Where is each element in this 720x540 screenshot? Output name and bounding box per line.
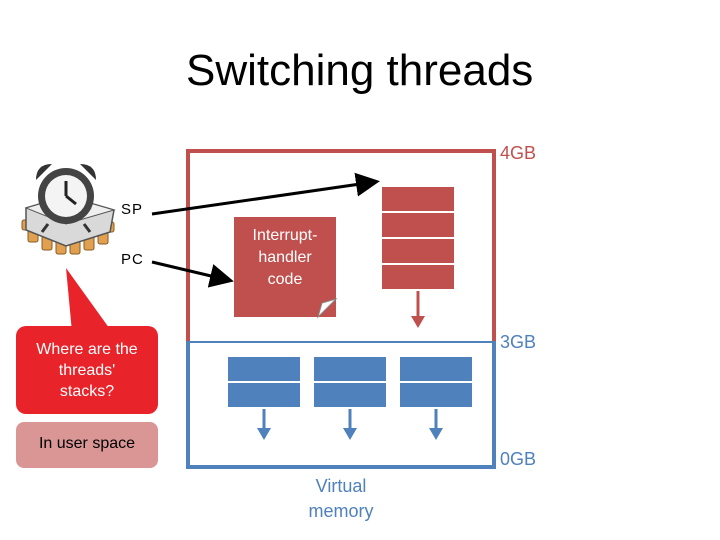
alarm-clock-icon: [36, 164, 96, 233]
callout-line: stacks?: [59, 383, 115, 400]
kernel-stack-slot: [382, 239, 454, 265]
user-stack-slot: [400, 357, 472, 383]
user-stack-slot: [400, 383, 472, 409]
user-address-space: [186, 341, 496, 469]
callout-tail: [66, 268, 112, 332]
kernel-stack-grow-arrow: [411, 291, 425, 328]
register-sp: SP: [121, 201, 144, 218]
caption-line: memory: [308, 501, 374, 521]
interrupt-handler-code-box: Interrupt- handler code: [234, 217, 336, 317]
handler-line: Interrupt-: [252, 227, 318, 244]
kernel-address-space: [186, 149, 496, 341]
virtual-memory-caption: Virtual memory: [286, 474, 396, 524]
handler-line: code: [267, 271, 303, 288]
title-wrap: Switching threads: [0, 40, 720, 100]
question-callout: Where are the threads' stacks?: [16, 326, 158, 414]
label-0gb: 0GB: [500, 449, 537, 469]
page-title: Switching threads: [186, 46, 534, 95]
user-space-note: In user space: [16, 422, 158, 468]
kernel-stack-slot: [382, 213, 454, 239]
callout-line: threads': [58, 362, 116, 379]
user-stack-slot: [314, 383, 386, 409]
kernel-stack-slot: [382, 187, 454, 213]
sp-arrow: [151, 172, 380, 216]
callout-line: Where are the: [36, 341, 138, 358]
caption-line: Virtual: [315, 476, 367, 496]
register-pc: PC: [121, 251, 144, 268]
user-stack-grow-arrow: [429, 409, 443, 440]
user-stack-grow-arrow: [257, 409, 271, 440]
label-3gb: 3GB: [500, 332, 537, 352]
handler-line: handler: [258, 249, 312, 266]
kernel-stack-slot: [382, 265, 454, 291]
label-4gb: 4GB: [500, 143, 537, 163]
user-stack-slot: [228, 357, 300, 383]
user-stack-slot: [314, 357, 386, 383]
pc-arrow: [151, 260, 234, 288]
user-stack-slot: [228, 383, 300, 409]
user-stack-grow-arrow: [343, 409, 357, 440]
page-fold: [316, 297, 338, 319]
